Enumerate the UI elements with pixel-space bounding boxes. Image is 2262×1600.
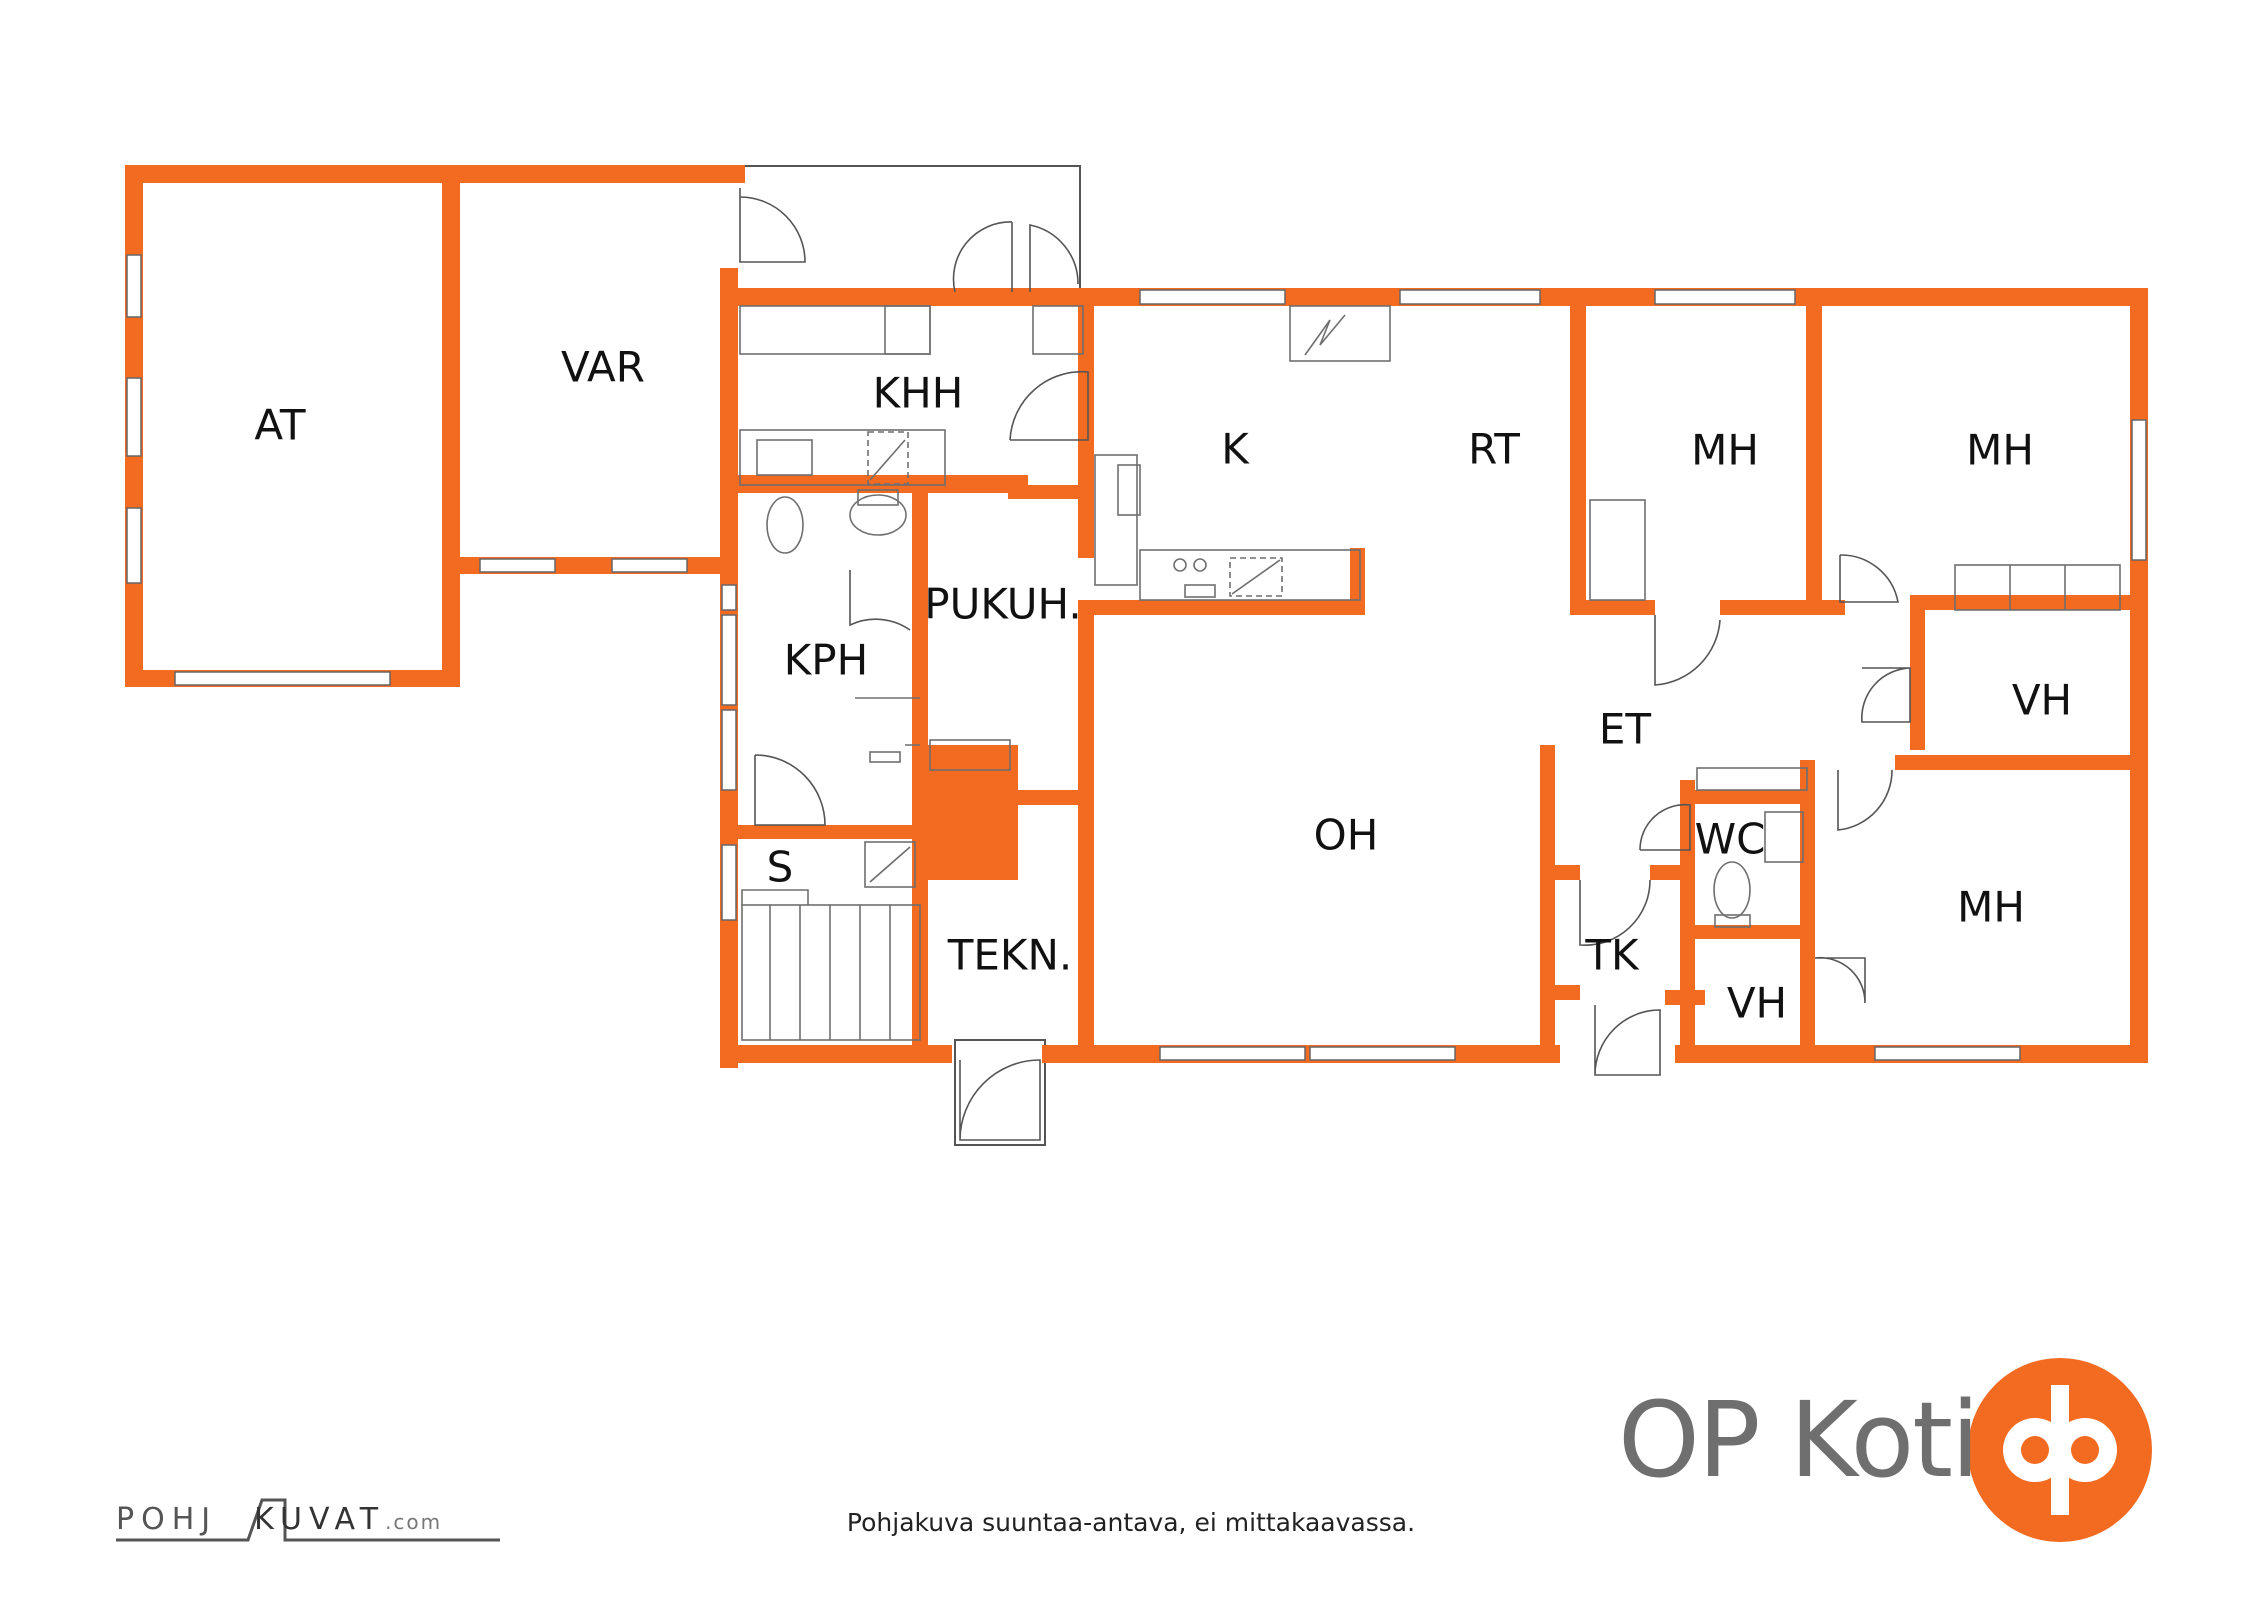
watermark-domain: .com xyxy=(385,1510,443,1534)
room-wc: WC xyxy=(1695,815,1766,864)
watermark: POHJ KUVAT.com xyxy=(116,1502,442,1537)
room-k: K xyxy=(1221,425,1250,474)
disclaimer-caption: Pohjakuva suuntaa-antava, ei mittakaavas… xyxy=(846,1508,1416,1537)
watermark-line xyxy=(116,1498,500,1542)
windows xyxy=(126,254,2147,1061)
fireplace xyxy=(928,745,1018,880)
room-tk: TK xyxy=(1584,931,1640,980)
room-mh-3: MH xyxy=(1957,883,2025,932)
room-et: ET xyxy=(1599,705,1652,754)
room-khh: KHH xyxy=(873,369,964,418)
watermark-part-1: POHJ xyxy=(116,1502,218,1537)
fixtures xyxy=(739,305,2121,1041)
room-pukuh: PUKUH. xyxy=(924,580,1081,629)
room-labels: AT VAR KHH KPH PUKUH. S TEKN. K RT OH MH… xyxy=(254,343,2072,1028)
room-mh-2: MH xyxy=(1966,426,2034,475)
room-kph: KPH xyxy=(784,636,868,685)
room-vh-1: VH xyxy=(2012,676,2072,725)
walls xyxy=(125,165,2148,1068)
room-s: S xyxy=(767,843,794,892)
room-tekn: TEKN. xyxy=(947,931,1073,980)
room-at: AT xyxy=(254,401,305,450)
doors xyxy=(739,188,1911,1141)
brand-name: OP Koti xyxy=(1618,1379,1980,1501)
room-oh: OH xyxy=(1314,811,1379,860)
room-vh-2: VH xyxy=(1727,979,1787,1028)
watermark-part-2: KUVAT xyxy=(254,1502,386,1537)
room-mh-1: MH xyxy=(1691,426,1759,475)
room-rt: RT xyxy=(1468,425,1520,474)
terrace-outline xyxy=(740,165,1081,1146)
room-var: VAR xyxy=(561,343,645,392)
op-logo-icon xyxy=(1968,1358,2152,1542)
